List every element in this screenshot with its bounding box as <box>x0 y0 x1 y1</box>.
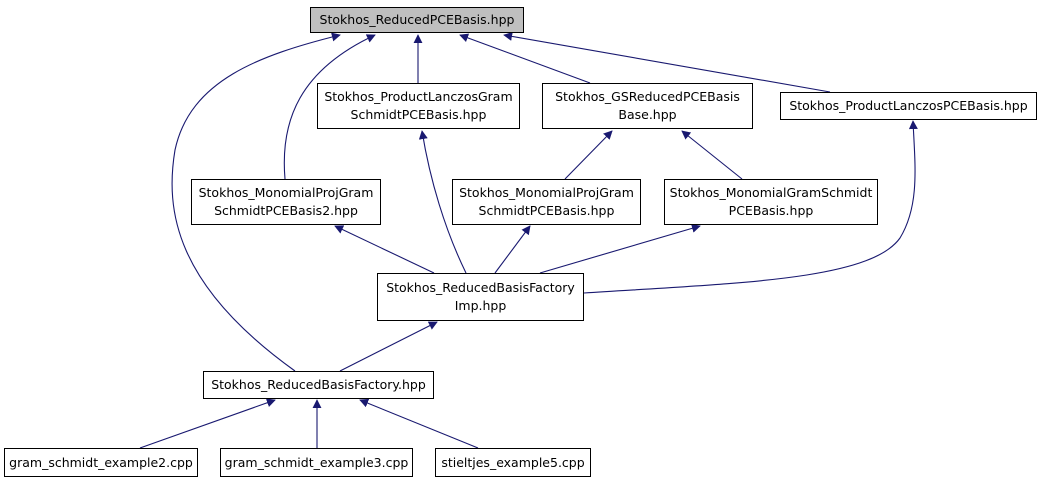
node-stokhos-productlanczospcebasis[interactable]: Stokhos_ProductLanczosPCEBasis.hpp <box>780 92 1037 120</box>
edge-gsreducedbase-to-root <box>459 33 591 84</box>
node-label: Stokhos_ProductLanczosPCEBasis.hpp <box>789 98 1028 113</box>
edge-factoryimp-to-monomialgramschmidt <box>539 223 701 274</box>
edge-example2-to-reducedbasisfactory <box>139 398 276 449</box>
node-label: stieltjes_example5.cpp <box>441 454 585 470</box>
edge-factoryimp-to-productlanczosgram <box>418 130 467 274</box>
edge-monomialprojgram2-to-root <box>283 34 376 180</box>
edge-monomialgramschmidt-to-gsreducedbase <box>681 130 743 180</box>
node-stokhos-reducedpcebasis[interactable]: Stokhos_ReducedPCEBasis.hpp <box>310 7 524 33</box>
node-label-line1: Stokhos_ReducedBasisFactory <box>386 280 575 295</box>
edge-stieltjes5-to-reducedbasisfactory <box>359 398 479 449</box>
edge-factoryimp-to-productlanczospce <box>583 120 918 294</box>
node-label-line1: Stokhos_MonomialProjGram <box>459 185 634 200</box>
node-stokhos-monomialprojgramschmidtpcebasis[interactable]: Stokhos_MonomialProjGram SchmidtPCEBasis… <box>452 179 641 225</box>
node-label-line1: Stokhos_MonomialProjGram <box>198 185 374 200</box>
node-stieltjes-example5[interactable]: stieltjes_example5.cpp <box>435 448 591 477</box>
edge-monomialprojgram-to-gsreducedbase <box>564 130 613 180</box>
edge-reducedbasisfactory-to-factoryimp <box>339 321 438 372</box>
node-stokhos-monomialprojgramschmidtpcebasis2[interactable]: Stokhos_MonomialProjGram SchmidtPCEBasis… <box>191 179 381 225</box>
node-label-line1: Stokhos_GSReducedPCEBasis <box>555 89 740 104</box>
edge-productlanczospce-to-root <box>503 31 831 93</box>
node-label-line1: Stokhos_ProductLanczosGram <box>324 89 513 104</box>
node-stokhos-monomialgramschmidtpcebasis[interactable]: Stokhos_MonomialGramSchmidt PCEBasis.hpp <box>664 179 878 225</box>
node-label-line2: Imp.hpp <box>454 298 507 313</box>
node-gram-schmidt-example3[interactable]: gram_schmidt_example3.cpp <box>220 448 413 477</box>
node-label-line2: SchmidtPCEBasis.hpp <box>478 203 615 218</box>
node-stokhos-reducedbasisfactory[interactable]: Stokhos_ReducedBasisFactory.hpp <box>203 371 434 399</box>
node-label: Stokhos_ReducedBasisFactory.hpp <box>211 377 426 392</box>
node-stokhos-reducedbasisfactoryimp[interactable]: Stokhos_ReducedBasisFactory Imp.hpp <box>377 273 584 321</box>
edge-reducedbasisfactory-to-root <box>171 32 341 372</box>
edge-factoryimp-to-monomialprojgram2 <box>334 225 435 274</box>
node-stokhos-gsreducedpcebasisbase[interactable]: Stokhos_GSReducedPCEBasis Base.hpp <box>542 83 753 129</box>
node-label-line1: Stokhos_MonomialGramSchmidt <box>669 185 873 200</box>
node-label: Stokhos_ReducedPCEBasis.hpp <box>319 12 515 27</box>
node-label-line2: SchmidtPCEBasis2.hpp <box>214 203 358 218</box>
node-label-line2: SchmidtPCEBasis.hpp <box>350 107 487 122</box>
node-label: gram_schmidt_example2.cpp <box>9 454 193 470</box>
node-label: gram_schmidt_example3.cpp <box>224 454 409 470</box>
node-stokhos-productlanczosgramschmidtpcebasis[interactable]: Stokhos_ProductLanczosGram SchmidtPCEBas… <box>317 83 520 129</box>
node-label-line2: Base.hpp <box>618 107 677 122</box>
node-label-line2: PCEBasis.hpp <box>728 203 814 218</box>
node-gram-schmidt-example2[interactable]: gram_schmidt_example2.cpp <box>4 448 198 477</box>
edge-factoryimp-to-monomialprojgram <box>494 225 531 274</box>
